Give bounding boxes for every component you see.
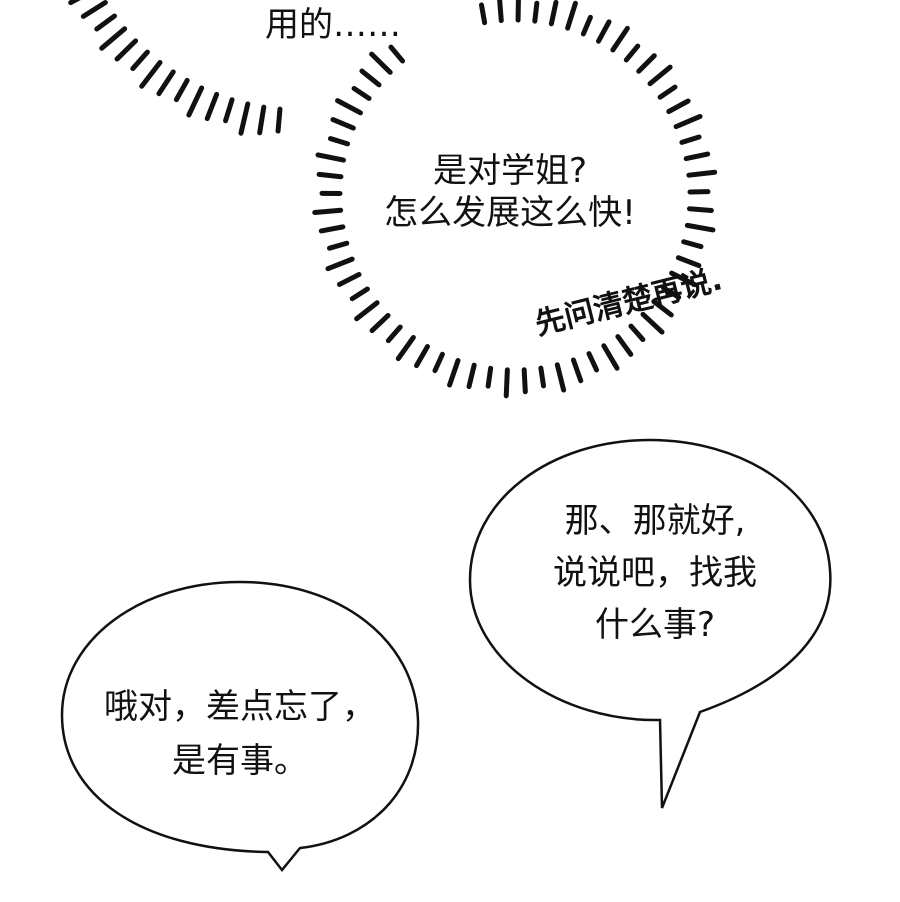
burst-stroke [388,44,406,64]
burst-stroke [601,343,620,371]
burst-stroke [139,59,163,89]
burst-stroke [666,98,691,114]
bubble-line: 那、那就好, [564,501,746,541]
burst-stroke [673,113,703,130]
thought-line: 怎么发展这么快! [384,193,636,233]
burst-stroke [80,0,108,19]
burst-stroke [395,334,416,362]
burst-stroke [326,240,350,251]
burst-stroke [257,104,267,136]
burst-stroke [679,134,702,145]
burst-stroke [532,0,540,24]
burst-stroke [686,169,718,178]
burst-stroke [660,285,682,300]
burst-stroke [640,311,665,335]
burst-stroke [586,351,600,373]
bubble-line: 什么事? [594,605,716,645]
burst-stroke [359,68,382,88]
burst-stroke [521,367,528,395]
burst-stroke [503,367,510,399]
burst-stroke [68,0,81,6]
burst-stroke [312,207,344,216]
burst-stroke [130,49,150,72]
burst-stroke [238,101,251,136]
burst-stroke [686,206,714,213]
burst-stroke [318,224,346,234]
burst-stroke [99,26,128,51]
burst-stroke [369,51,393,75]
top-left-burst-arc [68,0,283,136]
bubble-line: 说说吧，找我 [553,553,757,593]
burst-stroke [173,77,190,103]
burst-stroke [466,362,477,390]
burst-stroke [354,300,380,322]
burst-stroke [325,256,355,272]
burst-stroke [623,43,641,63]
burst-stroke [156,69,176,97]
burst-stroke [275,106,283,134]
burst-stroke [657,84,678,100]
burst-stroke [565,0,578,31]
thought-line: 是对学姐? [432,151,588,191]
left-bubble-text: 哦对，差点忘了， 是有事。 [70,680,410,788]
burst-stroke [681,239,704,250]
burst-stroke [628,323,646,343]
burst-stroke [683,151,711,162]
burst-stroke [485,365,494,389]
top-caption: 用的…… [265,5,401,45]
burst-stroke [447,357,461,388]
burst-stroke [580,14,593,37]
burst-stroke [369,312,391,334]
burst-stroke [414,344,430,369]
burst-stroke [330,117,356,131]
burst-stroke [336,271,362,287]
burst-stroke [204,91,220,122]
burst-stroke [186,85,205,118]
burst-stroke [647,64,673,87]
burst-stroke [316,171,344,180]
left-speech-bubble [60,580,420,873]
burst-stroke [497,0,504,24]
burst-stroke [684,222,716,233]
burst-stroke [432,351,445,374]
thought-burst-text: 是对学姐? 怎么发展这么快! [345,150,675,234]
burst-stroke [327,136,351,147]
burst-stroke [596,19,612,44]
burst-stroke [94,13,118,32]
burst-stroke [223,97,235,124]
right-speech-bubble [468,438,832,809]
burst-stroke [610,25,630,53]
burst-stroke [114,38,139,62]
burst-stroke [315,152,347,163]
burst-stroke [349,286,370,302]
bubble-line: 哦对，差点忘了， [104,687,376,727]
burst-stroke [651,299,674,318]
burst-stroke [615,334,634,357]
burst-stroke [351,85,372,101]
thought-burst-strokes [312,0,718,399]
burst-stroke [636,53,657,74]
burst-stroke [335,98,363,116]
burst-stroke [570,357,584,384]
burst-stroke [675,255,702,269]
burst-stroke [538,365,547,389]
right-bubble-text: 那、那就好, 说说吧，找我 什么事? [505,495,805,651]
burst-stroke [669,270,698,288]
burst-stroke [548,0,559,27]
burst-stroke [478,2,488,26]
bubble-line: 是有事。 [172,741,308,781]
burst-stroke [554,362,567,393]
burst-stroke [385,324,403,344]
